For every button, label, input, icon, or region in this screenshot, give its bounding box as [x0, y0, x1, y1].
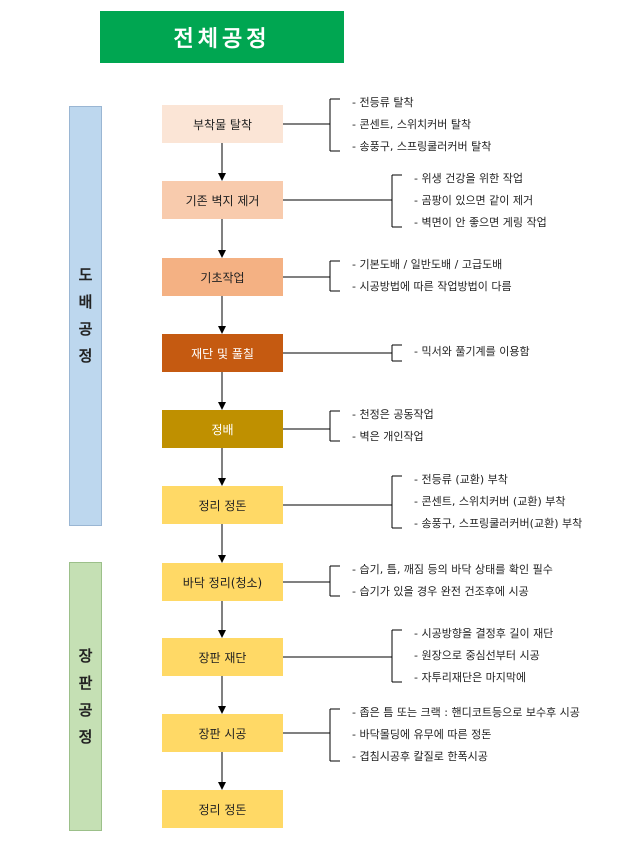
process-step: 기초작업	[162, 258, 283, 296]
note-item: - 천정은 공동작업	[352, 408, 434, 421]
step-notes: - 기본도배 / 일반도배 / 고급도배 - 시공방법에 따른 작업방법이 다름	[352, 254, 512, 298]
note-item: - 곰팡이 있으면 같이 제거	[414, 194, 534, 207]
section-char: 장	[78, 646, 93, 665]
section-char: 정	[78, 347, 93, 365]
step-notes: - 습기, 틈, 깨짐 등의 바닥 상태를 확인 필수 - 습기가 있을 경우 완…	[352, 559, 553, 603]
note-item: - 전등류 탈착	[352, 96, 414, 109]
note-item: - 겹침시공후 칼질로 한폭시공	[352, 750, 488, 763]
process-step: 장판 시공	[162, 714, 283, 752]
note-item: - 시공방법에 따른 작업방법이 다름	[352, 280, 512, 293]
section-label-dobae: 도 배 공 정	[69, 106, 102, 526]
process-step: 기존 벽지 제거	[162, 181, 283, 219]
section-char: 배	[78, 293, 93, 311]
step-notes: - 믹서와 풀기계를 이용함	[414, 341, 530, 363]
note-item: - 기본도배 / 일반도배 / 고급도배	[352, 258, 503, 271]
process-step: 정리 정돈	[162, 486, 283, 524]
section-char: 정	[78, 727, 93, 746]
process-step: 부착물 탈착	[162, 105, 283, 143]
section-char: 도	[78, 266, 93, 284]
note-item: - 습기, 틈, 깨짐 등의 바닥 상태를 확인 필수	[352, 563, 553, 576]
step-notes: - 천정은 공동작업 - 벽은 개인작업	[352, 404, 434, 448]
step-notes: - 좁은 틈 또는 크랙 : 핸디코트등으로 보수후 시공 - 바닥몰딩에 유무에…	[352, 702, 580, 768]
note-item: - 콘센트, 스위치커버 탈착	[352, 118, 472, 131]
process-step: 재단 및 풀칠	[162, 334, 283, 372]
process-step: 장판 재단	[162, 638, 283, 676]
step-notes: - 전등류 탈착 - 콘센트, 스위치커버 탈착 - 송풍구, 스프링쿨러커버 탈착	[352, 92, 491, 158]
section-char: 판	[78, 673, 93, 692]
note-item: - 좁은 틈 또는 크랙 : 핸디코트등으로 보수후 시공	[352, 706, 580, 719]
process-step: 정배	[162, 410, 283, 448]
note-item: - 벽은 개인작업	[352, 430, 424, 443]
section-char: 공	[78, 320, 93, 338]
note-item: - 벽면이 안 좋으면 게링 작업	[414, 216, 547, 229]
step-notes: - 위생 건강을 위한 작업 - 곰팡이 있으면 같이 제거 - 벽면이 안 좋으면…	[414, 168, 547, 234]
note-item: - 위생 건강을 위한 작업	[414, 172, 524, 185]
note-item: - 콘센트, 스위치커버 (교환) 부착	[414, 495, 566, 508]
note-item: - 원장으로 중심선부터 시공	[414, 649, 540, 662]
note-item: - 자투리재단은 마지막에	[414, 671, 527, 684]
note-item: - 습기가 있을 경우 완전 건조후에 시공	[352, 585, 529, 598]
note-item: - 시공방향을 결정후 길이 재단	[414, 627, 554, 640]
section-char: 공	[78, 700, 93, 719]
note-item: - 송풍구, 스프링쿨러커버(교환) 부착	[414, 517, 583, 530]
note-item: - 전등류 (교환) 부착	[414, 473, 508, 486]
note-item: - 믹서와 풀기계를 이용함	[414, 345, 530, 358]
step-notes: - 시공방향을 결정후 길이 재단 - 원장으로 중심선부터 시공 - 자투리재단은…	[414, 623, 553, 689]
section-label-jangpan: 장 판 공 정	[69, 562, 102, 831]
step-notes: - 전등류 (교환) 부착 - 콘센트, 스위치커버 (교환) 부착 - 송풍구, …	[414, 469, 582, 535]
page-title: 전체공정	[100, 11, 344, 63]
process-step: 바닥 정리(청소)	[162, 563, 283, 601]
note-item: - 바닥몰딩에 유무에 따른 정돈	[352, 728, 492, 741]
process-step: 정리 정돈	[162, 790, 283, 828]
note-item: - 송풍구, 스프링쿨러커버 탈착	[352, 140, 492, 153]
